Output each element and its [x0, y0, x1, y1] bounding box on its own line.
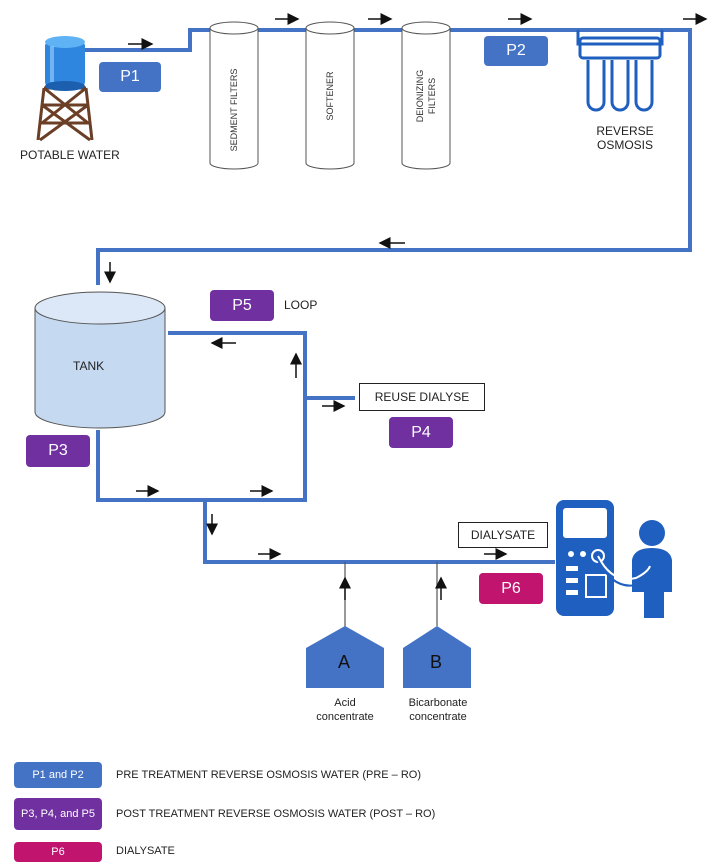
legend-text-pre-ro: PRE TREATMENT REVERSE OSMOSIS WATER (PRE… [116, 769, 421, 781]
bicarbonate-caption-line2: concentrate [409, 711, 467, 723]
legend-text-dialysate: DIALYSATE [116, 845, 175, 857]
deionizing-label-line2: FILTERS [427, 77, 437, 115]
deionizing-filter-icon [401, 21, 451, 170]
badge-p2: P2 [484, 36, 548, 66]
bicarbonate-caption: Bicarbonate concentrate [396, 696, 480, 724]
acid-concentrate-icon [306, 626, 384, 688]
pipe-network [85, 28, 692, 564]
bicarbonate-concentrate-icon [403, 626, 471, 688]
badge-p6: P6 [479, 573, 543, 604]
sediment-filter-icon [209, 21, 259, 170]
legend-text-post-ro: POST TREATMENT REVERSE OSMOSIS WATER (PO… [116, 808, 436, 820]
flow-arrows [104, 13, 708, 600]
reuse-dialyse-box: REUSE DIALYSE [359, 383, 485, 411]
reverse-osmosis-icon [576, 30, 664, 112]
acid-caption-line1: Acid [334, 697, 356, 709]
deionizing-label-line1: DEIONIZING [415, 69, 425, 123]
dialysate-box: DIALYSATE [458, 522, 548, 548]
acid-letter: A [338, 652, 351, 672]
loop-label: LOOP [284, 298, 318, 312]
water-tower-icon [36, 36, 94, 142]
acid-caption: Acid concentrate [305, 696, 385, 724]
badge-p3: P3 [26, 435, 90, 467]
patient-icon [597, 520, 672, 618]
legend-swatch-dialysate: P6 [14, 842, 102, 862]
softener-icon [305, 21, 355, 170]
badge-p1: P1 [99, 62, 161, 92]
acid-caption-line2: concentrate [316, 711, 374, 723]
bicarbonate-letter: B [430, 652, 443, 672]
ro-label-line2: OSMOSIS [596, 138, 653, 152]
legend-swatch-pre-ro: P1 and P2 [14, 762, 102, 788]
sediment-filter-label: SEDMENT FILTERS [229, 68, 239, 152]
dialysis-machine-icon [556, 500, 614, 616]
ro-label-line1: REVERSE [596, 124, 654, 138]
badge-p4: P4 [389, 417, 453, 448]
potable-water-label: POTABLE WATER [20, 148, 120, 162]
tank-icon [34, 291, 166, 429]
badge-p5: P5 [210, 290, 274, 321]
ro-label: REVERSE OSMOSIS [585, 124, 665, 152]
softener-label: SOFTENER [325, 71, 335, 121]
legend-swatch-post-ro: P3, P4, and P5 [14, 798, 102, 830]
concentrate-feed-lines [344, 562, 438, 628]
bicarbonate-caption-line1: Bicarbonate [408, 697, 468, 709]
tank-label: TANK [73, 359, 105, 373]
